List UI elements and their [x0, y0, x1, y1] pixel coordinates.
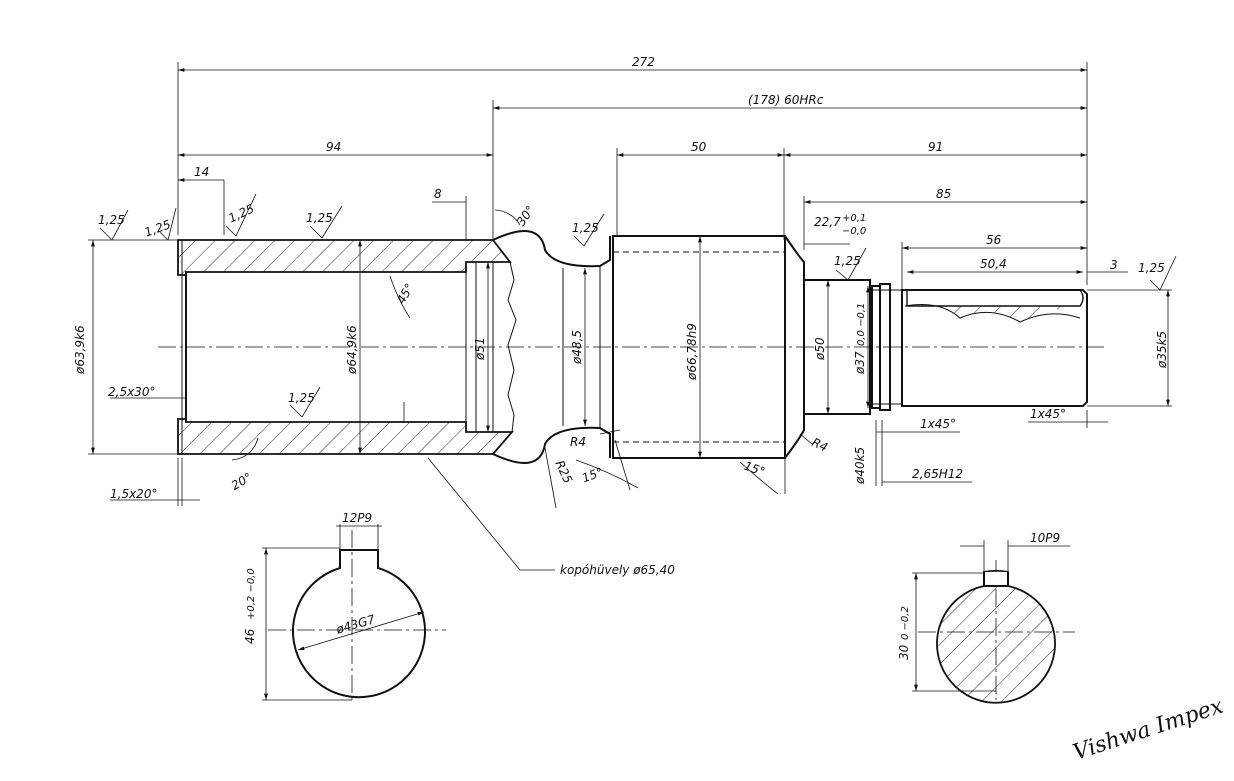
- dia-64: ø64,9k6: [345, 325, 359, 375]
- section-a-key: 12P9: [342, 511, 372, 525]
- dia-37-tol: 0,0 −0,1: [856, 303, 867, 346]
- dim-56: 56: [986, 233, 1002, 247]
- sleeve-callout: kopóhüvely ø65,40: [560, 563, 675, 577]
- section-b-height: 30: [897, 644, 911, 660]
- watermark-logo: Vishwa Impex: [1070, 694, 1227, 766]
- dim-22-7: 22,7: [814, 215, 841, 229]
- roughness-1: 1,25: [98, 213, 125, 227]
- roughness-6: 1,25: [834, 254, 861, 268]
- dim-14: 14: [194, 165, 209, 179]
- radius-r25: R25: [552, 458, 575, 485]
- section-b-height-tol: 0 −0,2: [900, 606, 911, 640]
- dia-48: ø48,5: [570, 330, 584, 365]
- dim-22-7-upper: +0,1: [842, 213, 866, 224]
- angle-45: 45°: [394, 281, 417, 306]
- dim-3: 3: [1110, 258, 1118, 272]
- roughness-8: 1,25: [288, 391, 315, 405]
- dia-66: ø66,78h9: [685, 323, 699, 381]
- section-a: [262, 524, 426, 701]
- angle-15-a: 15°: [580, 465, 605, 485]
- dim-50-4: 50,4: [980, 257, 1007, 271]
- roughness-2: 1,25: [143, 217, 173, 239]
- roughness-4: 1,25: [306, 211, 333, 225]
- dia-37: ø37: [853, 351, 867, 375]
- radius-r4-a: R4: [570, 435, 586, 449]
- dimension-lines: [177, 62, 1128, 290]
- chamfer-2-5: 2,5x30°: [108, 385, 155, 399]
- radius-r4-b: R4: [810, 435, 830, 454]
- angle-marks: [231, 275, 813, 571]
- roughness-7: 1,25: [1138, 261, 1165, 275]
- roughness-5: 1,25: [572, 221, 599, 235]
- dim-85: 85: [936, 187, 951, 201]
- dia-35: ø35k5: [1155, 331, 1169, 369]
- dia-63: ø63,9k6: [73, 325, 87, 375]
- section-a-height: 46: [243, 628, 257, 644]
- dim-hardened: (178) 60HRc: [748, 93, 824, 107]
- angle-15-b: 15°: [742, 459, 767, 479]
- chamfer-1x45-b: 1x45°: [1030, 407, 1066, 421]
- angle-20: 20°: [229, 470, 254, 493]
- dim-91: 91: [928, 140, 943, 154]
- dia-40: ø40k5: [853, 447, 867, 485]
- roughness-3: 1,25: [226, 201, 256, 225]
- dim-8: 8: [434, 187, 442, 201]
- section-b-key: 10P9: [1030, 531, 1060, 545]
- diameter-lines: [88, 236, 1172, 506]
- section-a-height-tol: +0,2 −0,0: [246, 568, 257, 620]
- chamfer-1-5: 1,5x20°: [110, 487, 157, 501]
- chamfer-1x45-a: 1x45°: [920, 417, 956, 431]
- dia-50: ø50: [813, 337, 827, 361]
- dim-30deg: 30°: [514, 203, 538, 228]
- roughness-symbols: [99, 193, 1177, 418]
- dia-51: ø51: [473, 337, 487, 361]
- dim-94: 94: [326, 140, 341, 154]
- section-b: [912, 540, 1070, 704]
- groove-2-65: 2,65H12: [912, 467, 963, 481]
- dim-overall: 272: [632, 55, 655, 69]
- dim-22-7-lower: −0,0: [842, 226, 866, 237]
- dim-50: 50: [691, 140, 707, 154]
